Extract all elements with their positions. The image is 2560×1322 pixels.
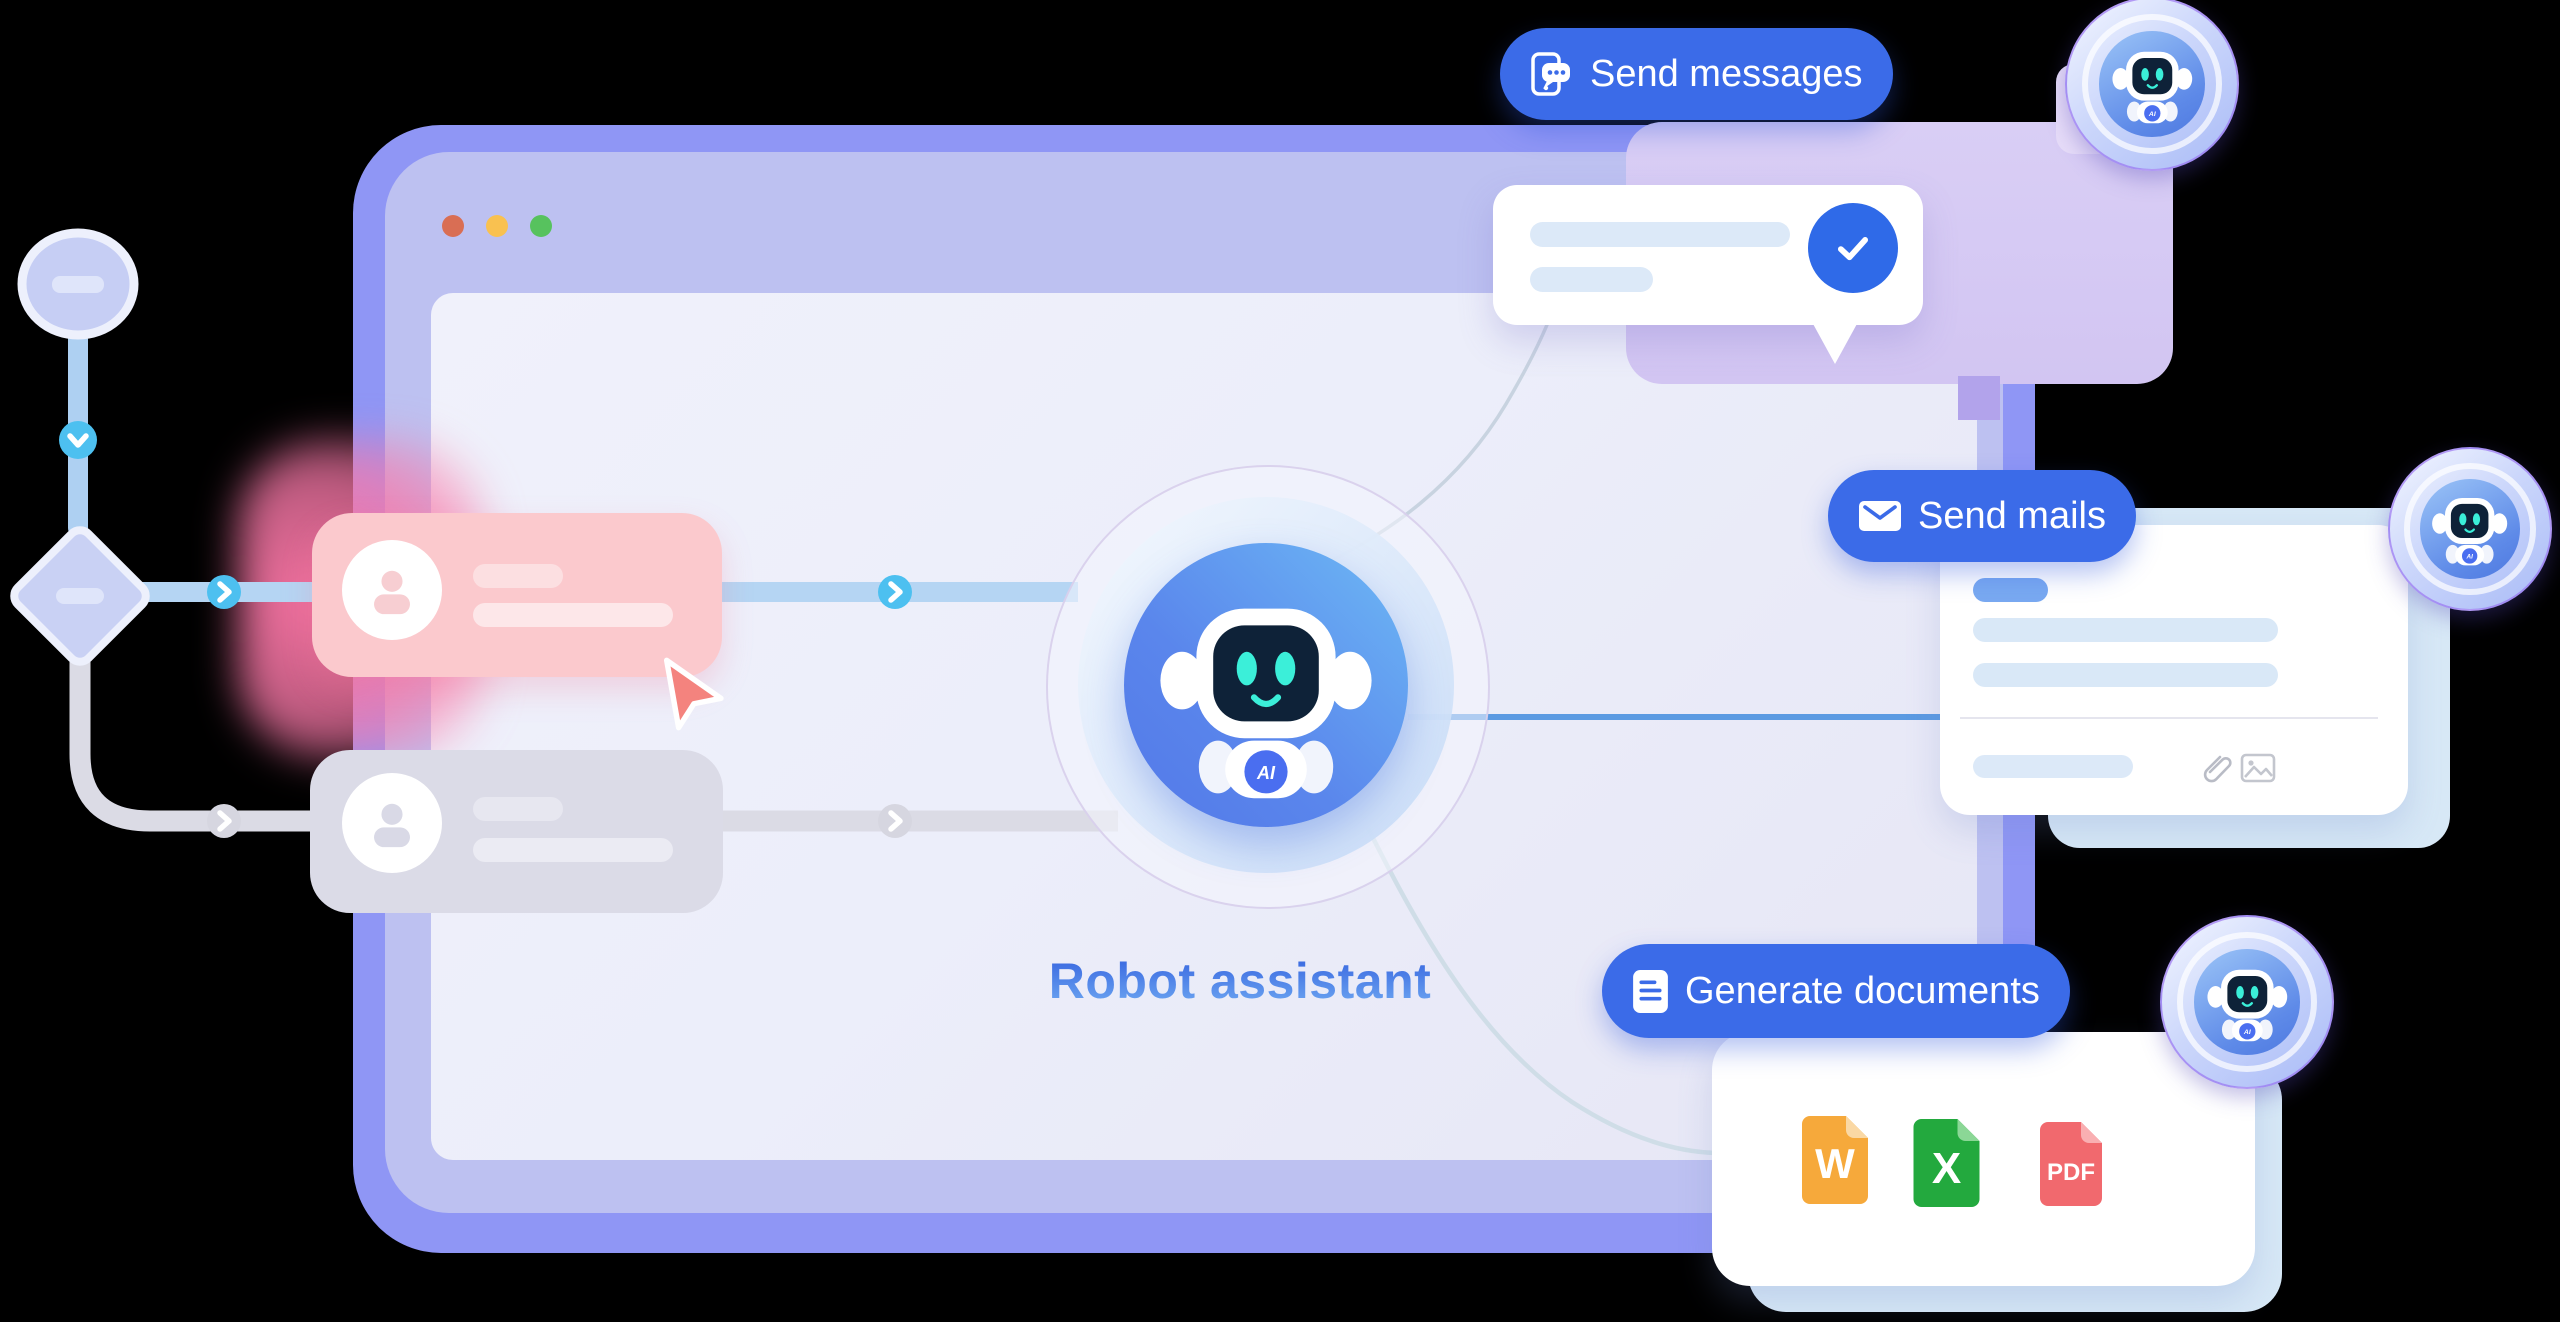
generate-documents-label: Generate documents [1685, 969, 2040, 1012]
send-mails-label: Send mails [1918, 494, 2106, 537]
placeholder-line [1973, 663, 2278, 687]
chevron-right-icon [207, 575, 241, 609]
placeholder-line [1530, 222, 1790, 247]
send-messages-button[interactable]: Send messages [1500, 28, 1893, 120]
ai-badge-label: AI [2466, 554, 2474, 561]
chevron-right-icon [878, 575, 912, 609]
robot-badge-documents: AI [2160, 915, 2334, 1089]
pdf-file-icon[interactable]: PDF [2040, 1122, 2102, 1206]
mail-subject-pill [1973, 578, 2048, 602]
documents-card: W X PDF [1712, 1032, 2255, 1286]
badge-core: AI [2420, 479, 2520, 579]
excel-file-icon[interactable]: X [1913, 1119, 1980, 1207]
success-check-badge [1808, 203, 1898, 293]
generate-documents-button[interactable]: Generate documents [1602, 944, 2070, 1038]
avatar [342, 540, 442, 640]
pdf-label: PDF [2047, 1159, 2095, 1186]
chevron-down-icon [59, 421, 97, 459]
placeholder-line [1530, 267, 1653, 292]
robot-badge-mails: AI [2388, 447, 2552, 611]
gray-branch-line [69, 640, 1118, 832]
placeholder-line [473, 564, 563, 588]
ai-badge-label: AI [1256, 763, 1276, 783]
curve-to-documents-card [1365, 826, 1717, 1156]
excel-label: X [1932, 1144, 1961, 1193]
robot-badge-messages: AI [2065, 0, 2239, 171]
phone-message-icon [1531, 52, 1570, 96]
window-dot-red[interactable] [442, 215, 464, 237]
window-dot-green[interactable] [530, 215, 552, 237]
flow-start-node [17, 228, 139, 340]
paperclip-icon[interactable] [2196, 749, 2232, 785]
placeholder-line [473, 838, 673, 862]
divider [1960, 717, 2378, 719]
avatar [342, 773, 442, 873]
pointer-cursor-icon [660, 656, 732, 732]
user-icon [374, 803, 410, 848]
robot-mascot: AI [1146, 575, 1386, 815]
robot-face-icon: AI [1160, 608, 1372, 799]
ai-badge-label: AI [2243, 1029, 2251, 1036]
window-controls [442, 215, 552, 237]
badge-core: AI [2099, 31, 2205, 137]
check-icon [1837, 237, 1869, 261]
user-card-highlighted[interactable] [312, 513, 722, 677]
placeholder-line [473, 797, 563, 821]
mail-card [1940, 525, 2408, 815]
image-icon[interactable] [2240, 753, 2276, 783]
robot-face-icon: AI [2432, 498, 2508, 566]
mail-icon [1859, 501, 1901, 531]
robot-assistant-label: Robot assistant [1040, 952, 1440, 1010]
user-card-muted[interactable] [310, 750, 723, 913]
document-icon [1633, 969, 1668, 1013]
placeholder-line [1973, 618, 2278, 642]
placeholder-line [1973, 755, 2133, 778]
robot-face-icon: AI [2207, 969, 2287, 1041]
chevron-right-icon-gray [878, 804, 912, 838]
send-messages-label: Send messages [1590, 52, 1863, 95]
send-mails-button[interactable]: Send mails [1828, 470, 2136, 562]
badge-core: AI [2194, 949, 2300, 1055]
message-card [1493, 185, 1923, 325]
robot-face-icon: AI [2112, 51, 2192, 123]
word-label: W [1815, 1140, 1855, 1187]
word-file-icon[interactable]: W [1802, 1116, 1868, 1204]
window-dot-yellow[interactable] [486, 215, 508, 237]
chevron-right-icon-gray [207, 804, 241, 838]
user-icon [374, 570, 410, 615]
decorative-square [1958, 376, 2000, 420]
placeholder-line [473, 603, 673, 627]
flow-decision-node [10, 526, 150, 666]
ai-badge-label: AI [2148, 111, 2156, 118]
